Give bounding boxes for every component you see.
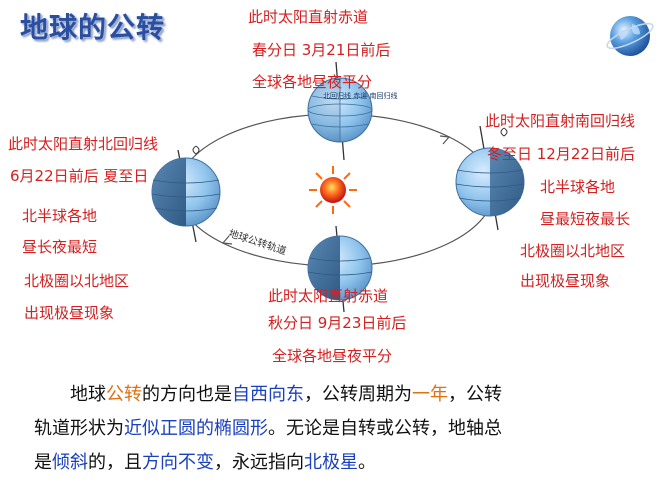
summer-line6: 出现极昼现象 <box>24 304 115 322</box>
winter-line4: 昼最短夜最长 <box>540 210 631 228</box>
summer-line4: 昼长夜最短 <box>22 238 98 256</box>
description-paragraph: 地球公转的方向也是自西向东，公转周期为一年，公转 轨道形状为近似正圆的椭圆形。无… <box>34 378 654 480</box>
autumn-line3: 全球各地昼夜平分 <box>272 347 393 365</box>
text-highlight: 一年 <box>412 384 448 405</box>
text-seg: 。 <box>358 452 376 473</box>
orbit-arrow-icon <box>221 235 233 245</box>
text-highlight: 近似正圆的椭圆形 <box>124 418 268 439</box>
summer-line1: 此时太阳直射北回归线 <box>8 135 159 153</box>
orbit-label: 地球公转轨道 <box>227 226 288 257</box>
sun-icon <box>309 166 357 214</box>
text-highlight: 北极星 <box>304 452 358 473</box>
earth-autumn-icon <box>307 225 373 313</box>
globe-small-label: 北回归线 赤道 南回归线 <box>323 91 397 100</box>
winter-line5: 北极圈以北地区 <box>520 242 626 260</box>
earth-spring-icon: 北回归线 赤道 南回归线 <box>307 61 397 161</box>
text-seg: 轨道形状为 <box>34 418 124 439</box>
text-seg: 是 <box>34 452 52 473</box>
winter-line1: 此时太阳直射南回归线 <box>485 112 636 130</box>
spring-line1: 此时太阳直射赤道 <box>248 8 369 26</box>
text-highlight: 倾斜 <box>52 452 88 473</box>
page-title: 地球的公转 <box>20 11 166 44</box>
summer-line3: 北半球各地 <box>22 207 98 225</box>
earth-summer-icon <box>151 145 221 243</box>
text-highlight: 自西向东 <box>232 384 304 405</box>
text-seg: ，公转 <box>448 384 502 405</box>
spring-line3: 全球各地昼夜平分 <box>252 73 373 91</box>
text-seg: 。无论是自转或公转，地轴总 <box>268 418 502 439</box>
earth-winter-icon <box>455 125 525 231</box>
summer-line2: 6月22日前后 夏至日 <box>10 167 149 185</box>
autumn-line2: 秋分日 9月23日前后 <box>268 314 407 332</box>
text-seg: 地球 <box>70 384 106 405</box>
text-highlight: 公转 <box>106 384 142 405</box>
globe-logo-icon <box>606 16 654 56</box>
autumn-line1: 此时太阳直射赤道 <box>268 287 389 305</box>
spring-line2: 春分日 3月21日前后 <box>252 41 391 59</box>
winter-line2: 冬至日 12月22日前后 <box>487 145 635 163</box>
summer-line5: 北极圈以北地区 <box>24 272 130 290</box>
orbit-arrow-icon <box>439 135 451 145</box>
text-seg: ，公转周期为 <box>304 384 412 405</box>
text-seg: ，永远指向 <box>214 452 304 473</box>
winter-line6: 出现极昼现象 <box>520 272 611 290</box>
winter-line3: 北半球各地 <box>540 178 616 196</box>
text-seg: 的方向也是 <box>142 384 232 405</box>
text-seg: 的，且 <box>88 452 142 473</box>
text-highlight: 方向不变 <box>142 452 214 473</box>
